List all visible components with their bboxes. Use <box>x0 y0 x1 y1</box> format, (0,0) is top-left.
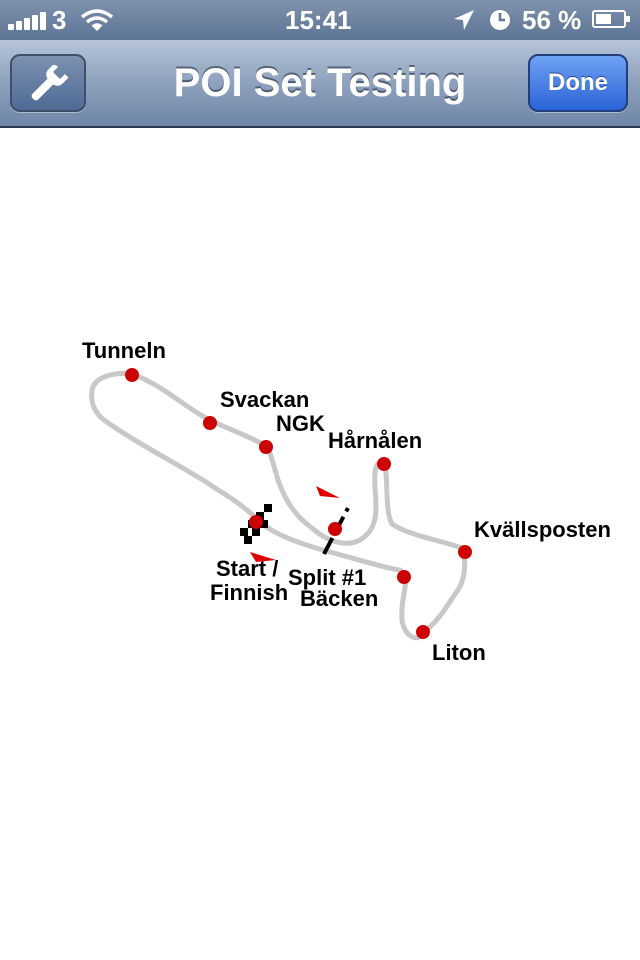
poi-marker[interactable] <box>203 416 217 430</box>
carrier-name: 3 <box>52 5 67 35</box>
wifi-icon <box>80 9 114 31</box>
track-map[interactable]: Tunneln Svackan NGK Hårnålen Kvällsposte… <box>0 128 640 960</box>
poi-marker[interactable] <box>416 625 430 639</box>
poi-marker[interactable] <box>397 570 411 584</box>
done-button[interactable]: Done <box>528 54 628 112</box>
direction-arrow-icon <box>250 552 276 562</box>
poi-label-liton: Liton <box>432 640 486 665</box>
settings-button[interactable] <box>10 54 86 112</box>
alarm-clock-icon <box>490 10 510 30</box>
poi-label-tunneln: Tunneln <box>82 338 166 363</box>
wrench-icon <box>31 65 69 101</box>
poi-label-ngk: NGK <box>276 411 325 436</box>
poi-marker[interactable] <box>249 515 263 529</box>
poi-label-svackan: Svackan <box>220 387 309 412</box>
direction-arrow-icon <box>316 486 340 498</box>
poi-marker[interactable] <box>259 440 273 454</box>
navigation-bar: POI Set Testing Done <box>0 40 640 128</box>
poi-label-backen: Bäcken <box>300 586 378 611</box>
clock-time: 15:41 <box>285 5 352 35</box>
battery-icon <box>592 10 630 28</box>
poi-label-split: Split #1 <box>288 565 366 590</box>
poi-marker[interactable] <box>125 368 139 382</box>
location-arrow-icon <box>454 10 474 30</box>
status-bar: 3 15:41 56 % <box>0 0 640 40</box>
poi-label-kvallsposten: Kvällsposten <box>474 517 611 542</box>
poi-label-harnalen: Hårnålen <box>328 428 422 453</box>
poi-label-start-line1: Start / <box>216 556 278 581</box>
battery-percent: 56 % <box>522 5 582 35</box>
page-title: POI Set Testing <box>173 61 467 105</box>
signal-bars-icon <box>8 10 52 30</box>
poi-marker[interactable] <box>377 457 391 471</box>
poi-label-start-line2: Finnish <box>210 580 288 605</box>
track-outline <box>89 371 468 641</box>
poi-marker[interactable] <box>328 522 342 536</box>
poi-marker[interactable] <box>458 545 472 559</box>
